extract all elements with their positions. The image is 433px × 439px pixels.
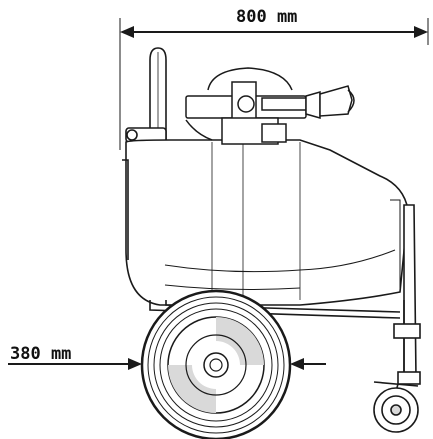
wheel-diameter-label: 380 mm <box>10 344 72 364</box>
wheel-dimension <box>8 358 326 370</box>
frame-rail <box>149 300 401 319</box>
overall-width-label: 800 mm <box>236 7 298 27</box>
arrow-left-icon <box>290 358 304 370</box>
arrow-right-icon <box>414 26 428 38</box>
pump-assembly <box>185 67 355 145</box>
arrow-left-icon <box>120 26 134 38</box>
main-wheel <box>140 289 292 439</box>
width-dimension <box>119 18 429 150</box>
arrow-right-icon <box>128 358 142 370</box>
tank-body <box>122 139 409 306</box>
caster-assembly <box>373 204 421 433</box>
